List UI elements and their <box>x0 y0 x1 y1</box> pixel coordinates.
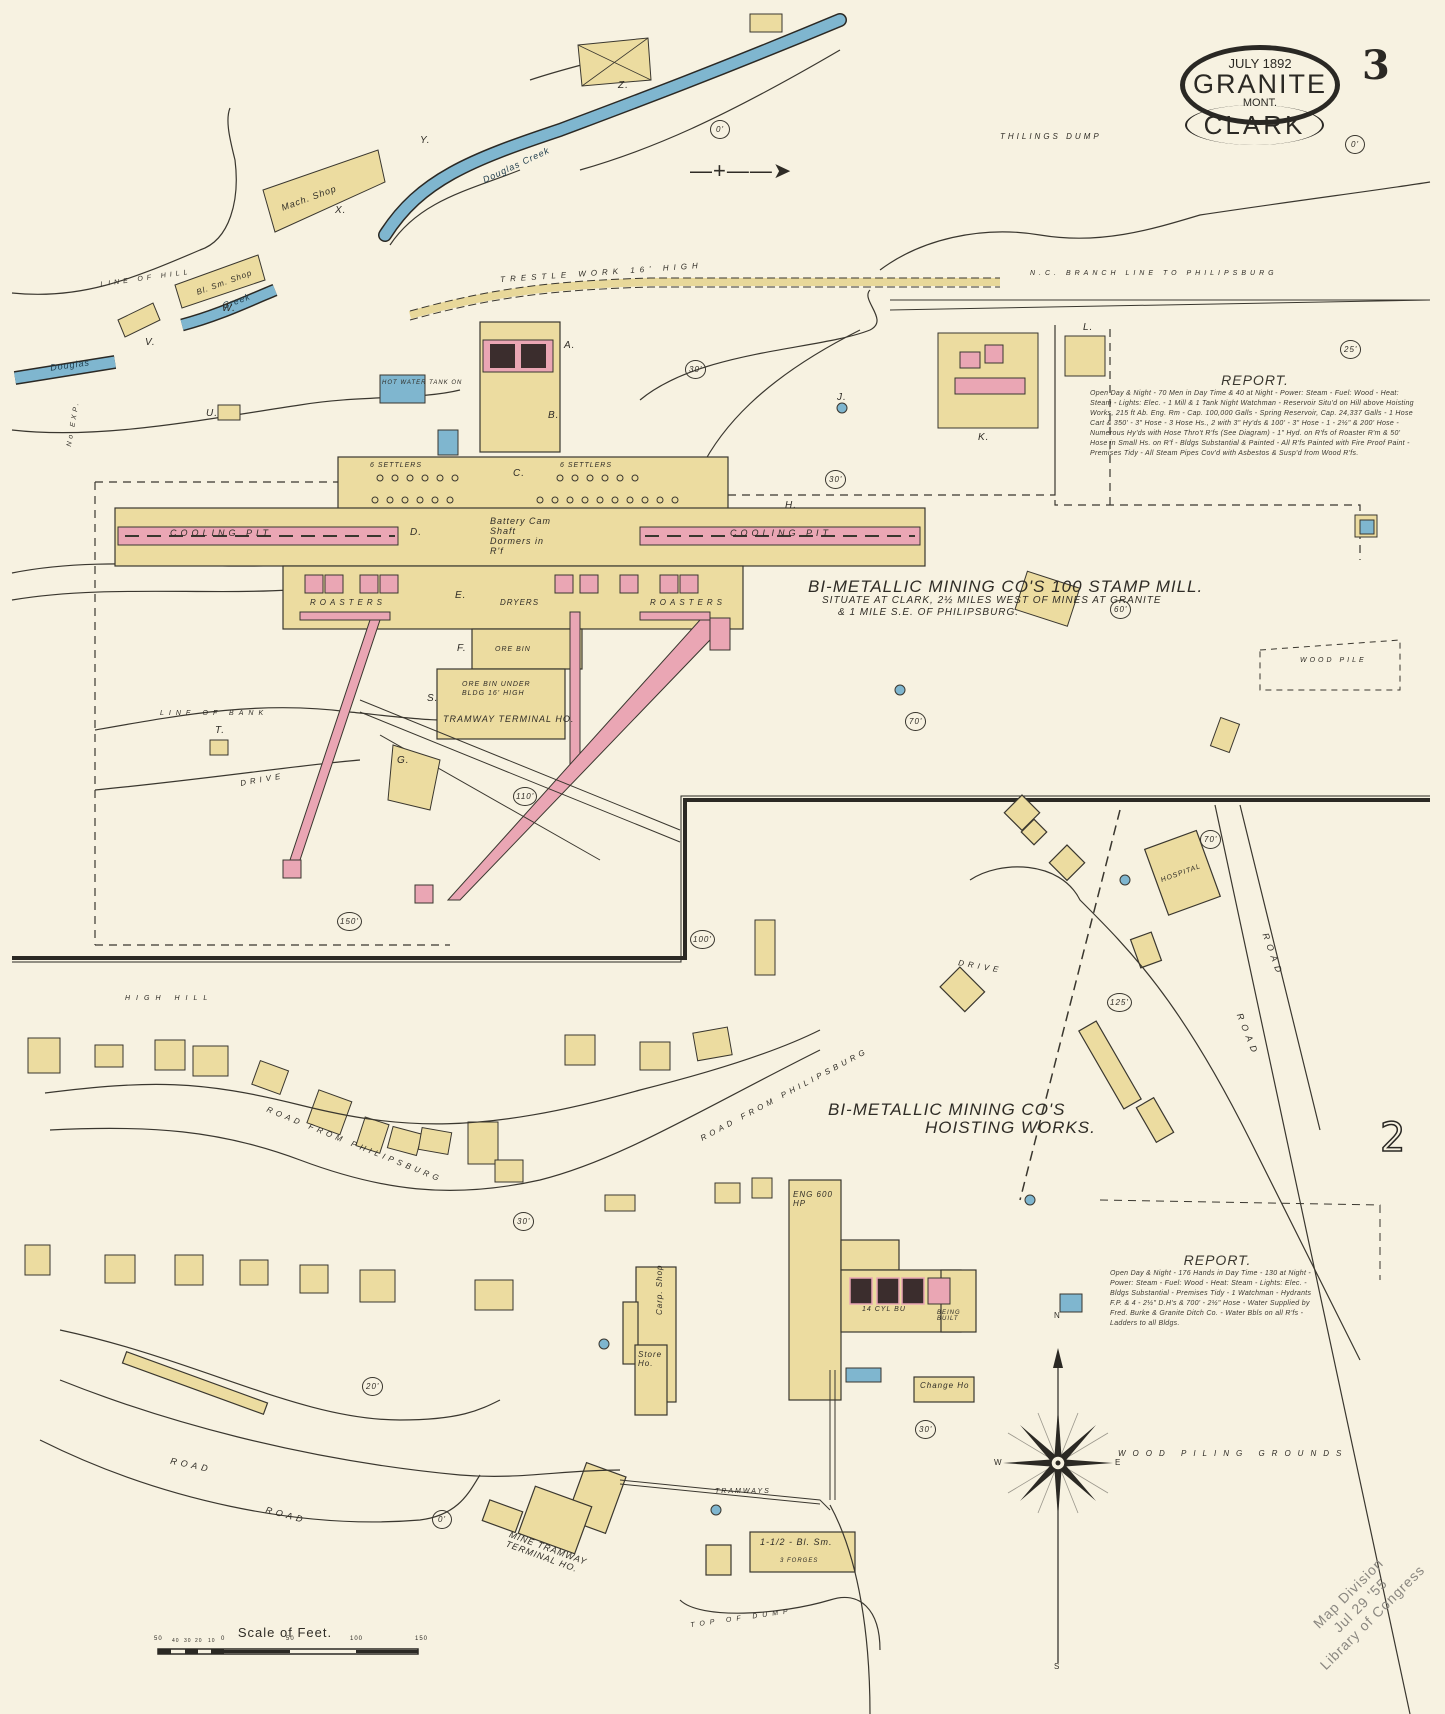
scale-tick: 150 <box>415 1636 429 1642</box>
elevation-marker: 150' <box>337 912 362 931</box>
elevation-marker: 100' <box>690 930 715 949</box>
section-u: U. <box>206 408 218 419</box>
elevation-marker: 0' <box>710 120 730 139</box>
high-hill-label: HIGH HILL <box>125 995 214 1002</box>
roasters-right: ROASTERS <box>650 598 727 607</box>
elevation-marker: 70' <box>1200 830 1222 849</box>
settlers-right: 6 SETTLERS <box>560 462 613 469</box>
elevation-marker: 110' <box>513 787 538 806</box>
dryers-label: DRYERS <box>500 598 540 607</box>
scale-tick: 40 <box>172 1638 180 1644</box>
scale-caption: Scale of Feet. <box>237 1625 333 1640</box>
settlers-left: 6 SETTLERS <box>370 462 423 469</box>
roasters-left: ROASTERS <box>310 598 387 607</box>
store-house-label: Store Ho. <box>638 1350 663 1368</box>
section-z: Z. <box>618 80 629 91</box>
section-k: K. <box>978 432 990 443</box>
compass-s: S <box>1054 1662 1061 1671</box>
report-bottom-text: Open Day & Night - 176 Hands in Day Time… <box>1110 1270 1312 1327</box>
mill-subtitle-1: SITUATE AT CLARK, 2½ MILES WEST OF MINES… <box>822 595 1162 606</box>
ore-bin-under-label: ORE BIN UNDER BLDG 16' HIGH <box>462 681 531 697</box>
elevation-marker: 125' <box>1107 993 1132 1012</box>
carp-shop-label: Carp. Shop <box>655 1264 664 1315</box>
line-of-bank-label: LINE OF BANK <box>160 710 269 717</box>
mill-subtitle-2: & 1 MILE S.E. OF PHILIPSBURG. <box>838 607 1020 618</box>
section-j: J. <box>837 392 847 403</box>
report-top-text: Open Day & Night - 70 Men in Day Time & … <box>1090 390 1414 457</box>
section-h: H. <box>785 500 797 511</box>
section-b: B. <box>548 410 560 421</box>
elevation-marker: 20' <box>362 1377 384 1396</box>
mill-title: BI-METALLIC MINING CO'S 100 STAMP MILL. <box>808 577 1204 596</box>
hoisting-title-2: HOISTING WORKS. <box>925 1118 1096 1137</box>
tramway-terminal-label: TRAMWAY TERMINAL HO. <box>443 714 575 724</box>
section-s: S. <box>427 693 439 704</box>
adjoining-sheet-number: 2 <box>1379 1114 1406 1162</box>
hot-water-tank-label: HOT WATER TANK ON <box>382 380 463 386</box>
compass-rose <box>1003 1348 1113 1663</box>
change-house-label: Change Ho <box>920 1381 970 1390</box>
scale-tick: 100 <box>350 1636 364 1642</box>
scale-of-feet: Scale of Feet. <box>155 1625 435 1640</box>
blacksmith-label: 1-1/2 - Bl. Sm. <box>760 1537 833 1547</box>
scale-tick: 10 <box>208 1638 216 1644</box>
north-arrow-icon: —+——➤ <box>690 158 793 183</box>
report-bottom-heading: REPORT. <box>1183 1252 1252 1268</box>
elevation-marker: 0' <box>432 1510 452 1529</box>
section-x: X. <box>335 205 347 216</box>
section-f: F. <box>457 643 467 654</box>
section-v: V. <box>145 337 156 348</box>
elevation-marker: 30' <box>513 1212 535 1231</box>
report-bottom: REPORT. Open Day & Night - 176 Hands in … <box>1110 1252 1325 1329</box>
elevation-marker: 70' <box>905 712 927 731</box>
elevation-marker: 25' <box>1340 340 1362 359</box>
cooling-pit-right: COOLING PIT <box>730 528 833 538</box>
section-c: C. <box>513 468 525 479</box>
battery-label: Battery Cam Shaft Dormers in R'f <box>490 516 552 556</box>
scale-tick: 0 <box>221 1636 226 1642</box>
cooling-pit-left: COOLING PIT <box>170 528 273 538</box>
section-l: L. <box>1083 322 1094 333</box>
elevation-marker: 60' <box>1110 600 1132 619</box>
section-y: Y. <box>420 135 431 146</box>
scale-tick: 50 <box>154 1636 163 1642</box>
section-w: W. <box>222 303 236 314</box>
being-built-label: BEING BUILT <box>937 1310 961 1322</box>
section-a: A. <box>564 340 576 351</box>
ore-bin-label: ORE BIN <box>495 646 531 653</box>
section-e: E. <box>455 590 467 601</box>
douglas-creek <box>379 14 846 241</box>
scale-bar <box>157 1648 419 1655</box>
thilings-dump-label: THILINGS DUMP <box>1000 132 1102 141</box>
compass-n: N <box>1054 1311 1061 1320</box>
elevation-marker: 30' <box>685 360 707 379</box>
boundary-line <box>12 798 1430 960</box>
map-date: JULY 1892 <box>1228 56 1292 71</box>
report-top: REPORT. Open Day & Night - 70 Men in Day… <box>1090 372 1420 459</box>
forges-label: 3 FORGES <box>780 1558 819 1564</box>
engine-label: ENG 600 HP <box>793 1190 833 1208</box>
sheet-number: 3 <box>1362 42 1390 89</box>
scale-tick: 50 <box>286 1636 295 1642</box>
compass-e: E <box>1115 1458 1122 1467</box>
elevation-marker: 0' <box>1345 135 1365 154</box>
nc-branch-label: N.C. BRANCH LINE TO PHILIPSBURG <box>1030 270 1278 277</box>
map-city: GRANITE <box>1192 69 1327 99</box>
section-t: T. <box>215 725 225 736</box>
elevation-marker: 30' <box>915 1420 937 1439</box>
map-locality: CLARK <box>1185 105 1324 145</box>
scale-tick: 20 <box>195 1638 203 1644</box>
report-top-heading: REPORT. <box>1221 372 1289 388</box>
boilers-label: 14 CYL BU <box>862 1306 906 1313</box>
elevation-marker: 30' <box>825 470 847 489</box>
tramways-label: TRAMWAYS <box>715 1488 771 1495</box>
section-g: G. <box>397 755 410 766</box>
compass-w: W <box>994 1458 1003 1467</box>
hoisting-title-1: BI-METALLIC MINING CO'S <box>828 1100 1066 1119</box>
wood-piling-grounds-label: WOOD PILING GROUNDS <box>1118 1449 1349 1458</box>
scale-tick: 30 <box>184 1638 192 1644</box>
section-d: D. <box>410 527 422 538</box>
wood-pile-label: WOOD PILE <box>1300 657 1367 664</box>
